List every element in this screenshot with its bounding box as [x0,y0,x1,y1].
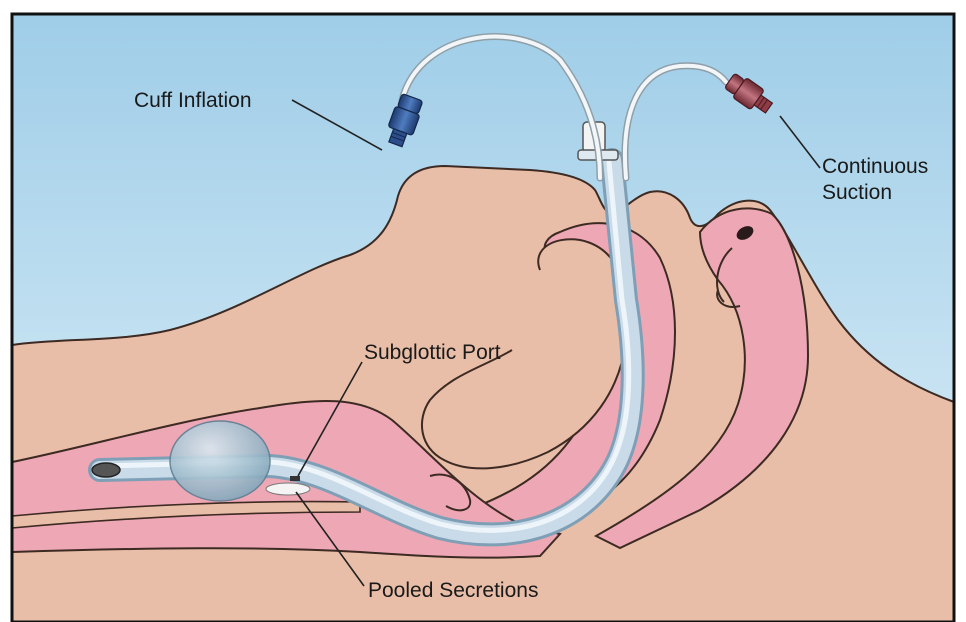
pooled-secretions [266,483,310,495]
tube-tip [92,463,120,477]
subglottic-port-label: Subglottic Port [364,340,501,366]
subglottic-port [290,476,300,481]
cuff-inflation-label: Cuff Inflation [134,88,252,114]
continuous-suction-label: Continuous Suction [822,154,928,205]
pooled-secretions-label: Pooled Secretions [368,578,538,604]
cuff-balloon [170,421,270,501]
